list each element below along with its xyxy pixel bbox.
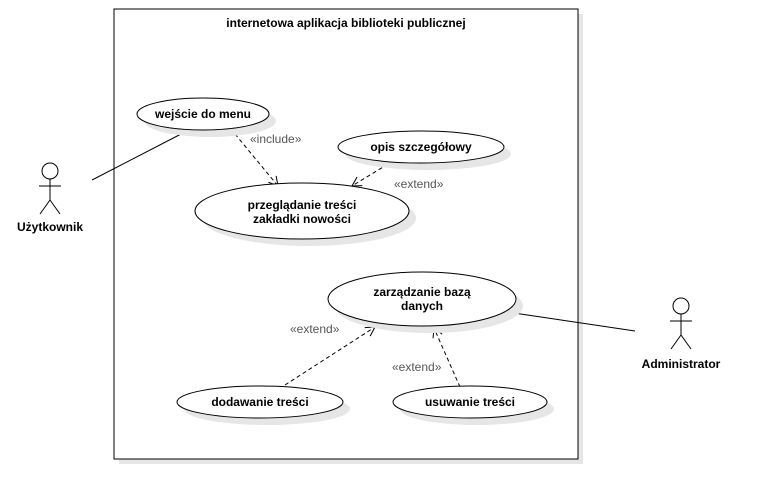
actor-admin-label: Administrator <box>642 357 721 371</box>
association-admin-manage <box>513 312 636 332</box>
use-case-add-label: dodawanie treści <box>211 395 308 409</box>
extend-arrow-add <box>284 326 376 386</box>
use-case-remove[interactable]: usuwanie treści <box>392 385 554 425</box>
extend-label-details: «extend» <box>394 177 444 191</box>
actor-admin-icon <box>670 297 692 350</box>
use-case-manage[interactable]: zarządzanie bazą danych <box>327 271 523 333</box>
extend-arrow-details <box>351 163 389 187</box>
actor-user-icon <box>39 162 61 215</box>
actor-admin[interactable]: Administrator <box>642 297 721 371</box>
actor-user[interactable]: Użytkownik <box>17 162 83 234</box>
use-case-browse[interactable]: przeglądanie treści zakładki nowości <box>194 182 416 246</box>
use-case-browse-line2: zakładki nowości <box>253 212 351 226</box>
association-user-menu <box>91 132 184 181</box>
extend-arrow-remove <box>432 327 461 388</box>
use-case-browse-line1: przeglądanie treści <box>248 198 357 212</box>
use-case-remove-label: usuwanie treści <box>425 395 515 409</box>
use-case-manage-line1: zarządzanie bazą <box>373 285 471 299</box>
use-case-menu[interactable]: wejście do menu <box>136 97 276 137</box>
extend-label-remove: «extend» <box>392 360 442 374</box>
use-case-details[interactable]: opis szczegółowy <box>337 130 511 170</box>
extend-label-add: «extend» <box>290 322 340 336</box>
use-case-manage-line2: danych <box>401 299 443 313</box>
include-label: «include» <box>250 132 302 146</box>
use-case-add[interactable]: dodawanie treści <box>176 385 350 425</box>
use-case-details-label: opis szczegółowy <box>370 140 472 154</box>
use-case-menu-label: wejście do menu <box>154 107 251 121</box>
system-title: internetowa aplikacja biblioteki publicz… <box>226 16 465 30</box>
actor-user-label: Użytkownik <box>17 220 83 234</box>
include-arrow <box>234 133 279 187</box>
